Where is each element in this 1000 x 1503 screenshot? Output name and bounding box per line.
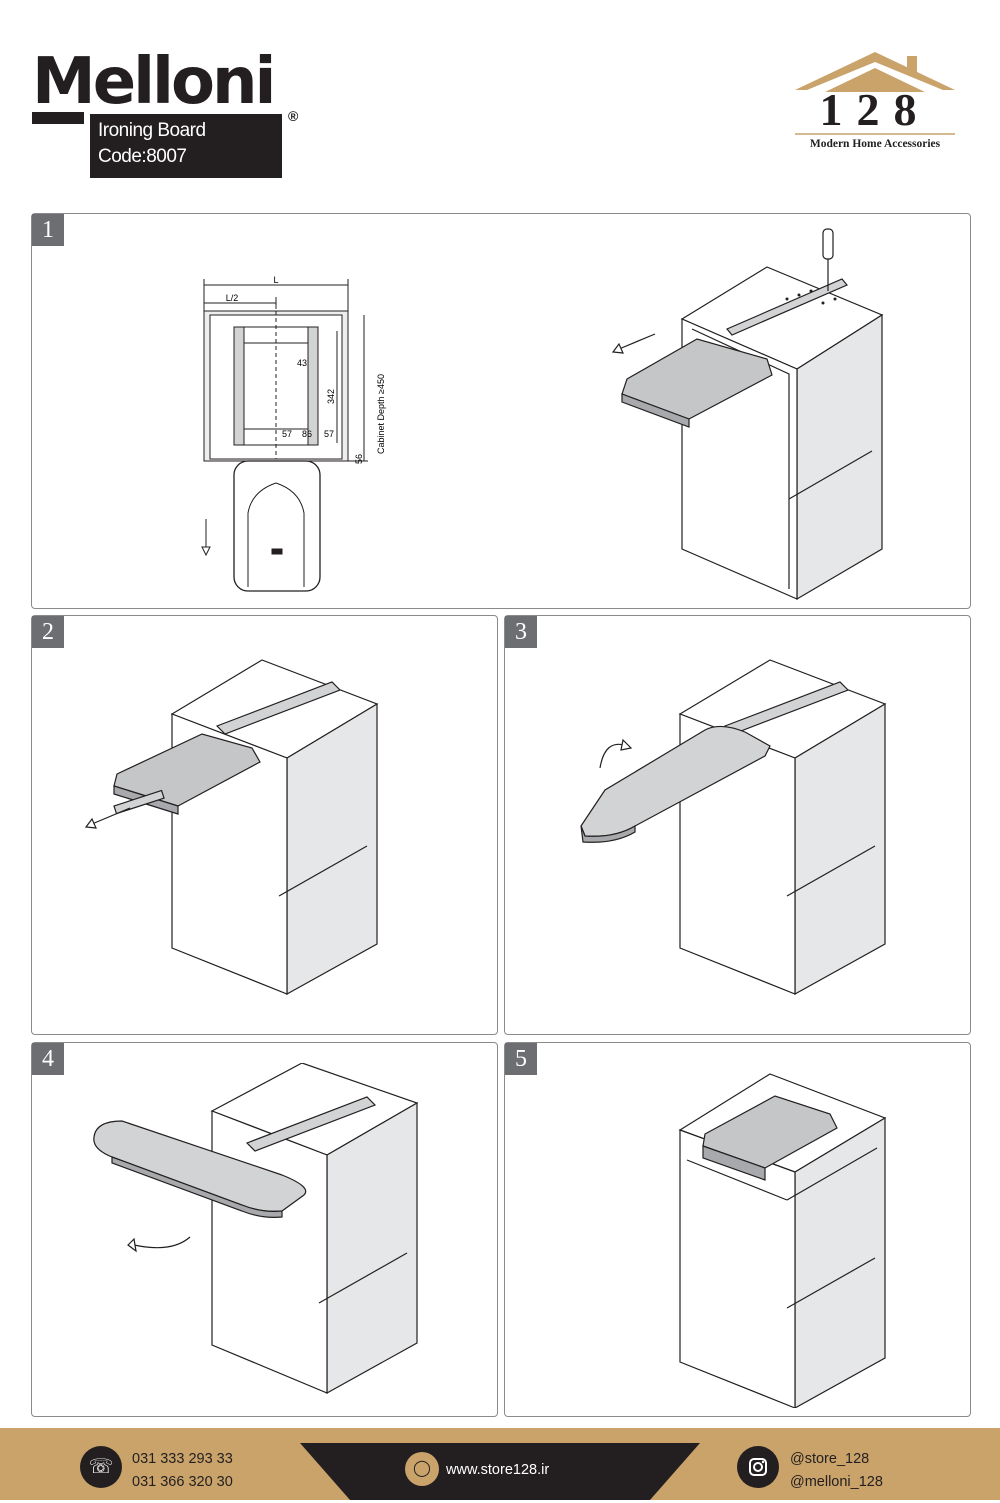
product-name: Ironing Board: [98, 120, 206, 141]
brand-logo: Melloni: [32, 45, 276, 119]
store-logo-number: 128: [819, 84, 931, 135]
cabinet-illustration-4: [93, 1063, 419, 1395]
cabinet-illustration-2: [84, 659, 379, 996]
cabinet-illustration-3: [580, 659, 887, 996]
store-logo-roof: [795, 52, 955, 135]
social-store[interactable]: @store_128: [790, 1451, 870, 1467]
step-number-1: 1: [32, 214, 64, 246]
dim-57-left: 57: [282, 429, 292, 439]
phone-icon: ☏: [80, 1446, 122, 1488]
social-handles: @store_128 @melloni_128: [790, 1448, 883, 1494]
dim-43: 43: [297, 358, 307, 368]
product-code: Code:8007: [98, 146, 187, 167]
instagram-icon: [737, 1446, 779, 1488]
cabinet-depth-label: Cabinet Depth ≥450: [376, 374, 386, 454]
dim-86: 86: [302, 429, 312, 439]
store-tagline: Modern Home Accessories: [809, 138, 941, 150]
step-number-4: 4: [32, 1043, 64, 1075]
phone-1[interactable]: 031 333 293 33: [132, 1451, 233, 1467]
step-panel-1: 1: [31, 213, 971, 609]
step-number-5: 5: [505, 1043, 537, 1075]
dim-57-right: 57: [324, 429, 334, 439]
screw-markers: [785, 289, 837, 305]
website-link[interactable]: www.store128.ir: [446, 1462, 550, 1478]
cabinet-illustration-1: [611, 228, 884, 601]
phone-numbers: 031 333 293 33 031 366 320 30: [132, 1448, 233, 1494]
dim-342: 342: [326, 389, 336, 404]
social-melloni[interactable]: @melloni_128: [790, 1474, 883, 1490]
product-label-box: Ironing Board Code:8007: [90, 114, 282, 178]
step-panel-3: 3: [504, 615, 971, 1035]
dim-half-l: L/2: [226, 293, 239, 303]
dim-56: 56: [354, 454, 364, 464]
step-panel-4: 4: [31, 1042, 498, 1417]
step-number-2: 2: [32, 616, 64, 648]
cabinet-illustration-5: [678, 1073, 887, 1408]
step-panel-2: 2: [31, 615, 498, 1035]
step-panel-5: 5: [504, 1042, 971, 1417]
globe-icon: ◯: [405, 1452, 439, 1486]
brand-underline: [32, 112, 84, 124]
dim-l: L: [273, 275, 278, 285]
footer-background: [0, 1428, 1000, 1500]
registered-mark: ®: [288, 108, 299, 124]
technical-drawing: L L/2 43 342 57 86 57 56 Cabinet Depth ≥…: [201, 275, 386, 592]
step-number-3: 3: [505, 616, 537, 648]
phone-2[interactable]: 031 366 320 30: [132, 1474, 233, 1490]
